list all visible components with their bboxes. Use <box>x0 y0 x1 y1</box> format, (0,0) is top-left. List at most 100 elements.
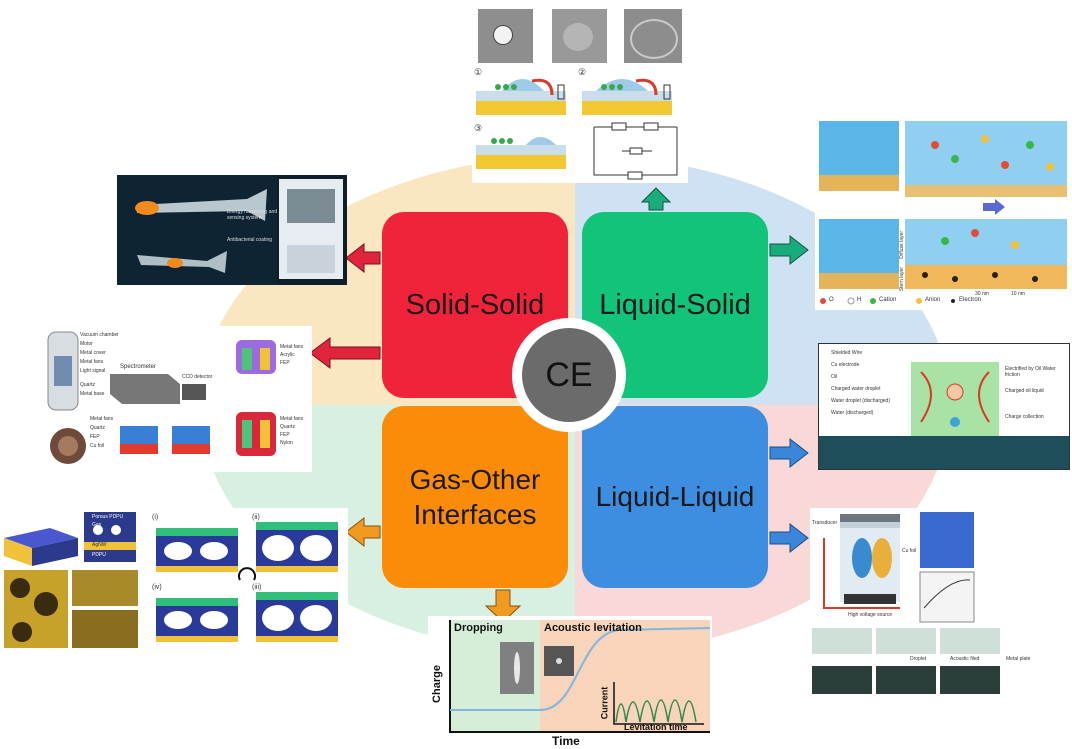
step-number-1: ① <box>474 67 483 77</box>
charge-xlabel: Time <box>552 734 580 748</box>
micrograph-1-hole <box>493 25 513 45</box>
arrow-solid-to-fish <box>345 242 381 274</box>
center-ce-circle: CE <box>512 318 626 432</box>
label-30nm: 30 nm <box>975 291 989 297</box>
label-rt-metal-fans: Metal fans <box>280 344 304 350</box>
panel-charge-plot: Dropping Acoustic levitation Charge Time… <box>428 616 712 749</box>
legend-anion: Anion <box>925 297 941 303</box>
quadrant-gas-other: Gas-Other Interfaces <box>382 406 568 588</box>
panel-spectrometer: Vacuum chamber Motor Metal cover Metal f… <box>40 326 312 472</box>
label-metal-cover: Metal cover <box>80 350 106 356</box>
label-high-voltage: High voltage source <box>848 612 893 618</box>
label-pdpu: PDPU <box>92 552 106 558</box>
arrow-gas-left <box>345 516 381 548</box>
label-metal-fans: Metal fans <box>80 359 104 365</box>
panel-compression-cycle: (i) (ii) (iii) (iv) <box>148 508 348 650</box>
panel-levitator: Transducer Cu foil High voltage source D… <box>810 508 1065 698</box>
spectrometer-illustration <box>47 331 276 464</box>
cycle-step-ii: (ii) <box>252 514 260 521</box>
inset-xlabel: Levitation time <box>624 722 688 732</box>
note-charge-collection: Charge collection <box>1005 414 1044 420</box>
label-rb-metal-fans: Metal fans <box>280 416 304 422</box>
compression-cycle-illustration <box>156 522 338 642</box>
panel-droplet-electrification: ① ② ③ <box>472 3 688 183</box>
label-rt-acrylic: Acrylic <box>280 352 295 358</box>
oil-water-video-strip <box>819 436 1069 469</box>
label-rt-fep: FEP <box>280 360 290 366</box>
label-spectrometer: Spectrometer <box>120 364 157 370</box>
levitator-illustration <box>812 512 1000 694</box>
legend-discharged-water: Water (discharged) <box>831 410 874 416</box>
label-metal-base: Metal base <box>80 391 105 397</box>
note-charged-oil: Charged oil liquid <box>1005 388 1044 394</box>
arrow-gas-down <box>484 589 522 623</box>
quadrant-liquid-solid-label: Liquid-Solid <box>599 288 751 321</box>
legend-cu-electrode: Cu electrode <box>831 362 860 368</box>
droplet-schematic <box>476 78 678 180</box>
fish-label-energy: Energy harvesting and sensing system <box>227 209 278 221</box>
quadrant-solid-solid-label: Solid-Solid <box>405 288 545 321</box>
arrow-liquid-solid-up <box>640 187 672 211</box>
micrograph-2-drop <box>563 23 593 51</box>
label-acoustic-filed: Acoustic filed <box>950 656 980 662</box>
panel-oil-water: Shielded Wire Cu electrode Oil Charged w… <box>818 343 1070 470</box>
label-rb-nylon: Nylon <box>280 440 293 446</box>
cycle-step-iv: (iv) <box>152 584 162 591</box>
charge-plot-svg <box>449 620 711 733</box>
ion-layer-illustration <box>819 121 1067 305</box>
arrow-liquid-solid-right <box>769 234 809 266</box>
label-vacuum-chamber: Vacuum chamber <box>80 332 119 338</box>
quadrant-liquid-liquid-label: Liquid-Liquid <box>595 481 755 512</box>
quadrant-liquid-liquid: Liquid-Liquid <box>582 406 768 588</box>
micrograph-3-drop <box>630 19 678 59</box>
step-number-2: ② <box>578 67 587 77</box>
inset-ylabel: Current <box>599 686 610 720</box>
label-dropping: Dropping <box>454 622 503 634</box>
legend-electron: Electron <box>959 297 982 303</box>
label-quartz-2: Quartz <box>90 425 106 431</box>
label-metal-fans-2: Metal fans <box>90 416 114 422</box>
label-rb-fep: FEP <box>280 432 290 438</box>
label-motor: Motor <box>80 341 93 347</box>
legend-oil: Oil <box>831 374 838 380</box>
arrow-liquid-liquid-lower <box>769 522 809 554</box>
legend-charged-droplet: Charged water droplet <box>831 386 881 392</box>
quadrant-gas-other-label: Gas-Other Interfaces <box>409 464 541 530</box>
cycle-step-iii: (iii) <box>252 584 262 591</box>
label-stern-layer: Stern layer <box>899 267 905 292</box>
legend-o: O <box>829 297 834 303</box>
panel-ion-layers: O H Cation Anion Electron Diffuse layer … <box>815 115 1070 310</box>
legend-discharged-droplet: Water droplet (discharged) <box>831 398 891 404</box>
legend-cation: Cation <box>879 297 897 303</box>
label-quartz: Quartz <box>80 382 96 388</box>
label-porous-pdpu: Porous PDPU <box>92 514 124 520</box>
label-lev-cu-foil: Cu foil <box>902 548 917 554</box>
panel-fish-robot: Energy harvesting and sensing system Ant… <box>117 175 347 285</box>
cycle-step-i: (i) <box>152 514 159 521</box>
label-cu-foil: Cu foil <box>90 443 105 449</box>
label-ccd-detector: CCD detector <box>182 374 213 380</box>
legend-shielded-wire: Shielded Wire <box>831 350 863 356</box>
label-agnw: AgNW <box>92 542 107 548</box>
label-10nm: 10 nm <box>1011 291 1025 297</box>
fish-label-coating: Antibacterial coating <box>227 237 273 243</box>
step-number-3: ③ <box>474 123 483 133</box>
label-transducer: Transducer <box>812 520 838 526</box>
label-metal-plate: Metal plate <box>1006 656 1031 662</box>
label-light-signal: Light signal <box>80 368 106 374</box>
arrow-liquid-liquid-upper <box>769 437 809 469</box>
label-acoustic-levitation: Acoustic levitation <box>544 622 642 634</box>
charge-ylabel: Charge <box>430 665 443 703</box>
label-diffuse-layer: Diffuse layer <box>899 231 905 259</box>
fish-illustration <box>117 175 343 285</box>
note-electrified: Electrified by Oil Water friction <box>1005 366 1056 378</box>
panel-pdpu: Porous PDPU Gas AgNW PDPU <box>0 508 142 650</box>
legend-h: H <box>857 297 862 303</box>
arrow-solid-to-spectrometer <box>309 337 381 369</box>
label-fep: FEP <box>90 434 100 440</box>
oil-water-flow <box>920 371 990 427</box>
center-ce-label: CE <box>545 355 593 394</box>
label-rb-quartz: Quartz <box>280 424 296 430</box>
pdpu-illustration <box>4 512 138 648</box>
